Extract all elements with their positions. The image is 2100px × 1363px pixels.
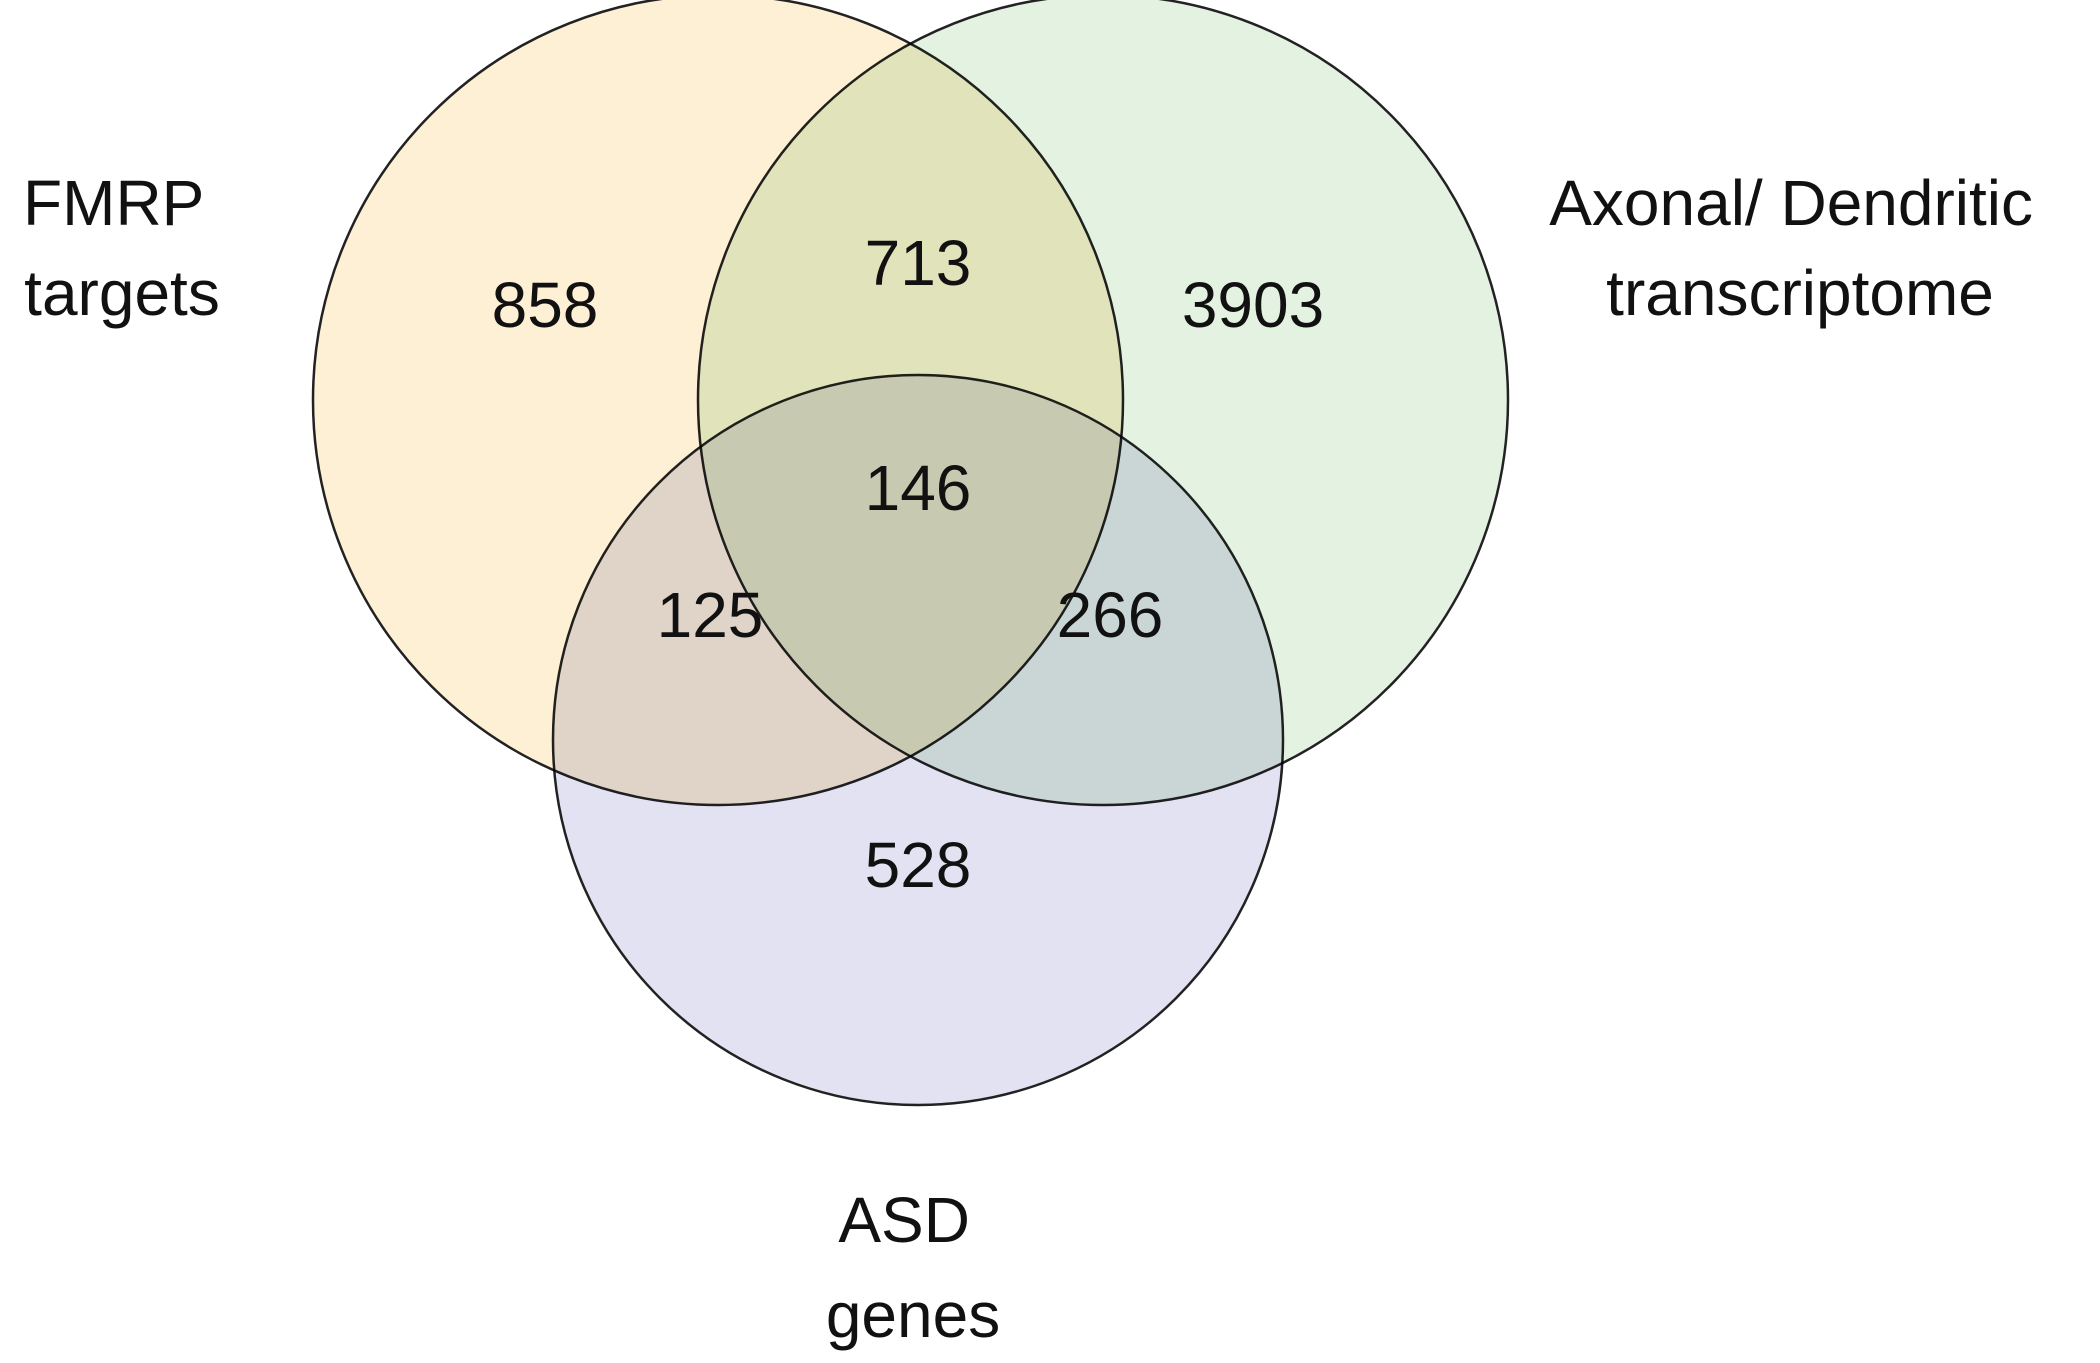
venn-circles <box>311 0 1510 1107</box>
count-fmrp-asd: 125 <box>657 579 764 651</box>
label-asd-line-1: ASD <box>838 1184 970 1256</box>
count-asd-only: 528 <box>865 829 972 901</box>
label-asd-genes: ASD genes <box>826 1184 1000 1351</box>
region-counts: 858 713 3903 146 125 266 528 <box>492 227 1325 901</box>
label-fmrp-line-1: FMRP <box>23 167 203 239</box>
count-fmrp-only: 858 <box>492 269 599 341</box>
label-axonal-dendritic: Axonal/ Dendritic transcriptome <box>1549 167 2051 329</box>
count-axd-only: 3903 <box>1182 269 1324 341</box>
count-axd-asd: 266 <box>1057 579 1164 651</box>
circle-asd-genes <box>551 373 1285 1107</box>
label-axd-line-1: Axonal/ Dendritic <box>1549 167 2033 239</box>
label-fmrp-line-2: targets <box>24 257 220 329</box>
label-asd-line-2: genes <box>826 1279 1000 1351</box>
count-fmrp-axd: 713 <box>865 227 972 299</box>
label-fmrp-targets: FMRP targets <box>23 167 221 329</box>
label-axd-line-2: transcriptome <box>1606 257 1994 329</box>
count-all-three: 146 <box>865 452 972 524</box>
set-labels: FMRP targets Axonal/ Dendritic transcrip… <box>23 167 2051 1351</box>
